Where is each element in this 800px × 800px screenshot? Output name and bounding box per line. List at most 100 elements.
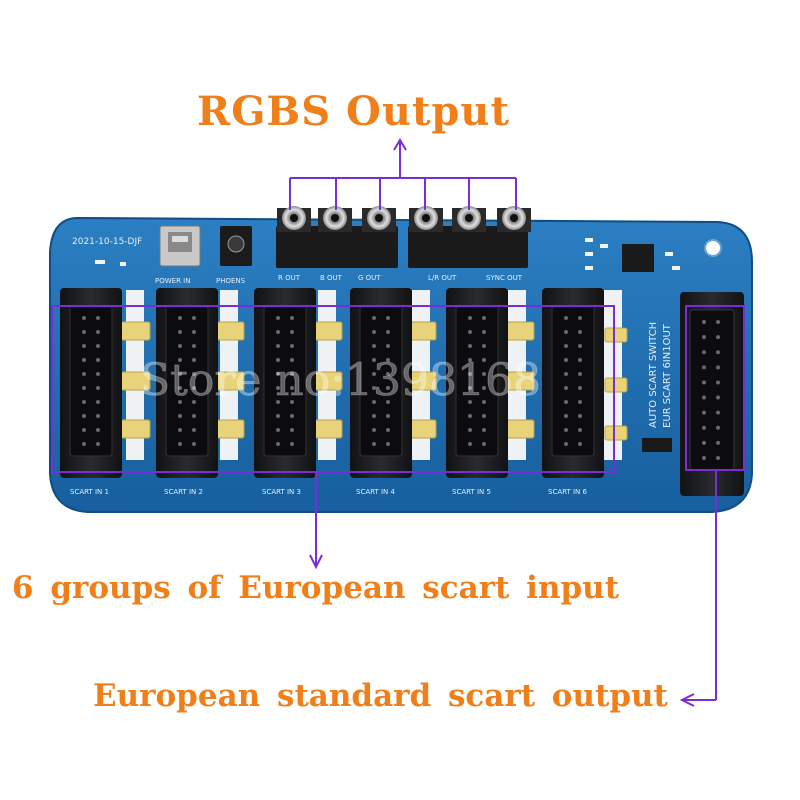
- connector-pin: [192, 344, 196, 348]
- connector-pin: [192, 330, 196, 334]
- connector-pin: [290, 358, 294, 362]
- connector-pin: [82, 316, 86, 320]
- connector-pin: [192, 400, 196, 404]
- connector-pin: [578, 358, 582, 362]
- connector-pin: [82, 414, 86, 418]
- connector-pin: [386, 330, 390, 334]
- connector-pin: [482, 316, 486, 320]
- connector-pin: [482, 442, 486, 446]
- rca-socket: [318, 206, 352, 232]
- switch-label-2: EUR SCART 6IN1OUT: [662, 323, 673, 428]
- connector-pin: [386, 400, 390, 404]
- watermark: Store no:1398168: [140, 355, 541, 406]
- smd-components: [95, 238, 680, 270]
- scart-in-connector-5: [446, 288, 508, 478]
- connector-pin: [82, 372, 86, 376]
- connector-pin: [468, 372, 472, 376]
- scart-in-connector-6: [542, 288, 604, 478]
- connector-pin: [178, 316, 182, 320]
- rca-label-lr: L/R OUT: [428, 274, 457, 282]
- connector-pin: [564, 344, 568, 348]
- scart-output-caption: European standard scart output: [93, 678, 668, 714]
- connector-pin: [178, 414, 182, 418]
- connector-pin: [564, 428, 568, 432]
- connector-pin: [482, 414, 486, 418]
- connector-pin: [578, 400, 582, 404]
- phones-label: PHOENS: [216, 277, 246, 285]
- connector-pin: [276, 372, 280, 376]
- rca-socket: [409, 206, 443, 232]
- connector-pin: [82, 358, 86, 362]
- connector-pin: [702, 335, 706, 340]
- mounting-hole: [704, 239, 722, 257]
- connector-pin: [564, 400, 568, 404]
- connector-pin: [372, 386, 376, 390]
- connector-pin: [96, 442, 100, 446]
- connector-pin: [716, 440, 720, 445]
- connector-pin: [716, 410, 720, 415]
- connector-pin: [482, 372, 486, 376]
- switch-label-1: AUTO SCART SWITCH: [648, 322, 659, 428]
- rca-block-left: [276, 226, 398, 268]
- connector-pin: [702, 456, 706, 460]
- connector-pin: [386, 372, 390, 376]
- rca-socket: [362, 206, 396, 232]
- connector-pin: [82, 344, 86, 348]
- connector-pin: [702, 350, 706, 355]
- connector-pin: [564, 358, 568, 362]
- connector-pin: [96, 428, 100, 432]
- connector-pin: [386, 428, 390, 432]
- scart-output-highlight: [679, 305, 745, 707]
- connector-pin: [702, 440, 706, 445]
- connector-pin: [372, 428, 376, 432]
- connector-pin: [290, 414, 294, 418]
- connector-pin: [468, 386, 472, 390]
- rca-label-r: R OUT: [278, 274, 301, 282]
- connector-pin: [192, 428, 196, 432]
- connector-pin: [578, 330, 582, 334]
- connector-pin: [578, 316, 582, 320]
- connector-pin: [468, 442, 472, 446]
- connector-pin: [178, 386, 182, 390]
- connector-pin: [386, 442, 390, 446]
- rca-label-sync: SYNC OUT: [486, 274, 523, 282]
- connector-pin: [192, 316, 196, 320]
- scart-in-connector-4: [350, 288, 412, 478]
- connector-pin: [82, 442, 86, 446]
- connector-pin: [716, 335, 720, 340]
- connector-pin: [372, 372, 376, 376]
- rca-label-b: B OUT: [320, 274, 343, 282]
- connector-pin: [372, 344, 376, 348]
- connector-pin: [96, 400, 100, 404]
- connector-pin: [386, 414, 390, 418]
- scart-in-label-2: SCART IN 2: [164, 488, 203, 496]
- connector-pin: [290, 372, 294, 376]
- connector-pin: [372, 414, 376, 418]
- ic-chip: [622, 244, 654, 272]
- scart-in-label-3: SCART IN 3: [262, 488, 301, 496]
- connector-pin: [192, 358, 196, 362]
- connector-pin: [578, 386, 582, 390]
- connector-pin: [178, 400, 182, 404]
- connector-pin: [82, 386, 86, 390]
- connector-pin: [702, 410, 706, 415]
- connector-pin: [386, 386, 390, 390]
- connector-pin: [482, 400, 486, 404]
- connector-pin: [192, 442, 196, 446]
- connector-pin: [578, 344, 582, 348]
- scart-input-highlight: [51, 305, 615, 570]
- connector-pin: [290, 386, 294, 390]
- connector-pin: [468, 330, 472, 334]
- rca-label-g: G OUT: [358, 274, 381, 282]
- connector-pin: [386, 316, 390, 320]
- connector-pin: [178, 372, 182, 376]
- connector-pin: [468, 358, 472, 362]
- headphone-jack: [220, 226, 252, 266]
- connector-pin: [386, 358, 390, 362]
- connector-pin: [276, 344, 280, 348]
- connector-pin: [96, 414, 100, 418]
- scart-in-connector-2: [156, 288, 218, 478]
- connector-pin: [564, 442, 568, 446]
- connector-pin: [192, 386, 196, 390]
